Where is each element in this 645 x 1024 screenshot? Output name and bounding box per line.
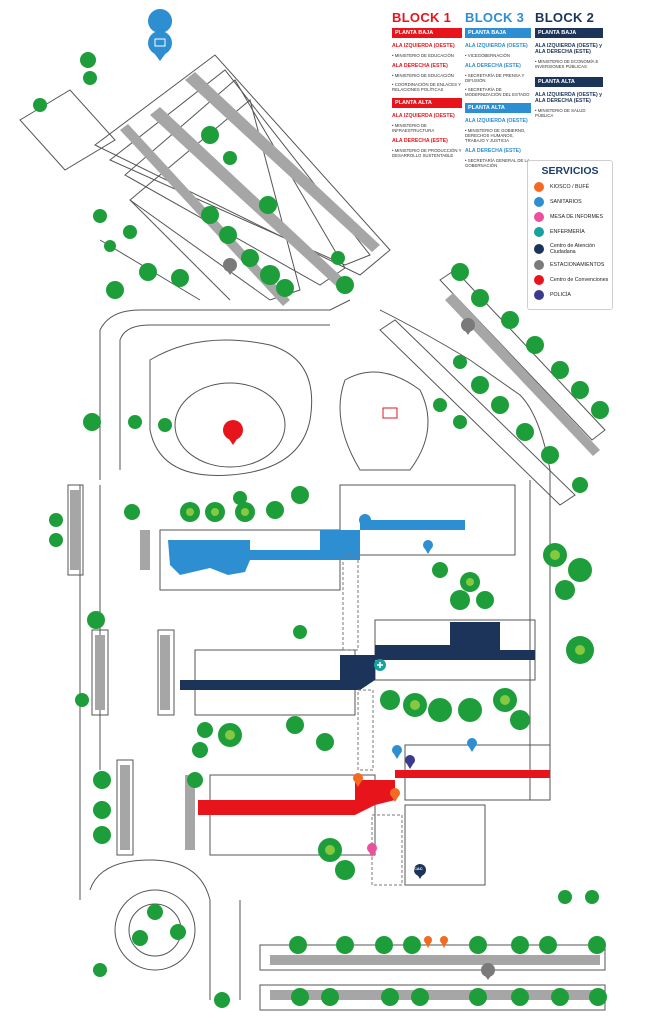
convention-sign [382, 407, 398, 419]
kiosk-pin-south1 [424, 936, 432, 948]
servicio-label: Centro de Atención Ciudadana [550, 243, 596, 255]
block1-pb-der-item: • COORDINACIÓN DE ENLACES Y RELACIONES P… [392, 82, 461, 92]
parking-icon [534, 260, 544, 270]
west-walkways [67, 484, 175, 856]
block3-title: BLOCK 3 [465, 10, 525, 25]
block2-planta-baja: PLANTA BAJA [535, 28, 603, 38]
kiosk-pin-b1 [353, 773, 363, 787]
info-pin [367, 843, 377, 857]
block1-pb-der-item: • MINISTERIO DE EDUCACIÓN [392, 73, 454, 78]
block2-legend: BLOCK 2 PLANTA BAJA ALA IZQUIERDA (OESTE… [535, 10, 603, 118]
servicio-label: Centro de Convenciones [550, 277, 609, 283]
block3-building [159, 484, 516, 591]
block1-pa-der-item: • MINISTERIO DE PRODUCCIÓN Y DESARROLLO … [392, 148, 462, 158]
restroom-pin-b3 [359, 514, 371, 529]
block2-title: BLOCK 2 [535, 10, 595, 25]
block1-pb-izq-item: • MINISTERIO DE EDUCACIÓN [392, 53, 454, 58]
servicio-informes: MESA DE INFORMES [534, 211, 603, 223]
block3-pa-der-item: • SECRETARÍA GENERAL DE LA GOBERNACIÓN [465, 158, 530, 168]
block2-planta-alta: PLANTA ALTA [535, 77, 603, 87]
restroom-icon [534, 197, 544, 207]
convention-center [149, 339, 429, 476]
block3-legend: BLOCK 3 PLANTA BAJA ALA IZQUIERDA (OESTE… [465, 10, 531, 168]
block1-pa-der: ALA DERECHA (ESTE) [392, 138, 448, 144]
servicio-label: ENFERMERÍA [550, 229, 585, 235]
servicios-legend: SERVICIOS KIOSCO / BUFÉ SANITARIOS MESA … [527, 160, 613, 310]
servicio-label: KIOSCO / BUFÉ [550, 184, 590, 190]
servicios-title: SERVICIOS [541, 165, 599, 177]
parking-pin-east [461, 318, 475, 335]
servicio-enfermeria: ENFERMERÍA [534, 226, 585, 238]
servicio-estacionamientos: ESTACIONAMIENTOS [534, 259, 604, 271]
servicio-label: SANITARIOS [550, 199, 582, 205]
servicio-label: POLICÍA [550, 292, 571, 298]
servicio-cac: Centro de Atención Ciudadana [534, 242, 606, 256]
block3-pb-izq-item: • VICEGOBERNACIÓN [465, 53, 510, 58]
kiosk-pin-b1b [390, 788, 400, 802]
block3-pb-izq: ALA IZQUIERDA (OESTE) [465, 43, 528, 49]
police-pin [405, 755, 415, 769]
block3-pa-izq: ALA IZQUIERDA (OESTE) [465, 118, 528, 124]
block3-pa-izq-item: • MINISTERIO DE GOBIERNO, DERECHOS HUMAN… [465, 128, 526, 143]
servicio-policia: POLICÍA [534, 289, 571, 301]
restroom-pin-b1b [467, 738, 477, 752]
block2-pb-item: • MINISTERIO DE ECONOMÍA E INVERSIONES P… [535, 59, 599, 69]
info-icon [534, 212, 544, 222]
servicio-label: MESA DE INFORMES [550, 214, 603, 220]
kiosk-icon [534, 182, 544, 192]
parking-pin-north [223, 258, 237, 275]
servicio-sanitarios: SANITARIOS [534, 196, 582, 208]
cac-pin [148, 9, 173, 61]
west-parking [70, 490, 195, 850]
police-icon [534, 290, 544, 300]
trees [33, 52, 609, 1008]
block1-building [198, 744, 551, 886]
northwest-small-building [19, 89, 116, 171]
block1-pa-izq-item: • MINISTERIO DE INFRAESTRUCTURA [392, 123, 435, 133]
parking-pin-south [481, 963, 495, 980]
block2-pa-item: • MINISTERIO DE SALUD PÚBLICA [535, 108, 586, 118]
kiosk-pin-south2 [440, 936, 448, 948]
block1-pb-izq: ALA IZQUIERDA (OESTE) [392, 43, 455, 49]
block3-pb-der-item: • SECRETARÍA DE PRENSA Y DIFUSIÓN [465, 73, 525, 83]
block3-planta-baja: PLANTA BAJA [465, 28, 531, 38]
servicio-convenciones: Centro de Convenciones [534, 274, 608, 286]
cac-pin-label: CAC [414, 866, 423, 871]
restroom-pin-b3b [423, 540, 433, 554]
block1-pa-izq: ALA IZQUIERDA (OESTE) [392, 113, 455, 119]
block2-pb-ambas: ALA IZQUIERDA (OESTE) y ALA DERECHA (EST… [535, 43, 603, 55]
east-diagonal-parking [379, 269, 606, 506]
convention-icon [534, 275, 544, 285]
nurse-pin [374, 659, 386, 671]
block2-building [180, 619, 536, 716]
cac-icon [534, 244, 544, 254]
block1-planta-alta: PLANTA ALTA [392, 98, 462, 108]
block3-pa-der: ALA DERECHA (ESTE) [465, 148, 521, 154]
block1-pb-der: ALA DERECHA (ESTE) [392, 63, 448, 69]
block3-pb-der-item: • SECRETARÍA DE MODERNIZACIÓN DEL ESTADO [465, 87, 530, 97]
block1-legend: BLOCK 1 PLANTA BAJA ALA IZQUIERDA (OESTE… [392, 10, 462, 158]
tree-highlights [186, 508, 585, 855]
block1-title: BLOCK 1 [392, 10, 452, 25]
restroom-pin-b1 [392, 745, 402, 759]
servicio-label: ESTACIONAMIENTOS [550, 262, 605, 268]
connecting-walkways [342, 554, 403, 886]
cross-icon [534, 227, 544, 237]
block2-pa-ambas: ALA IZQUIERDA (OESTE) y ALA DERECHA (EST… [535, 92, 603, 104]
cac-pin-south [414, 864, 426, 879]
block3-planta-alta: PLANTA ALTA [465, 103, 531, 113]
block3-pb-der: ALA DERECHA (ESTE) [465, 63, 521, 69]
convention-pin [223, 420, 243, 445]
map-pins[interactable] [148, 9, 495, 980]
block1-planta-baja: PLANTA BAJA [392, 28, 462, 38]
servicio-kiosco: KIOSCO / BUFÉ [534, 181, 589, 193]
